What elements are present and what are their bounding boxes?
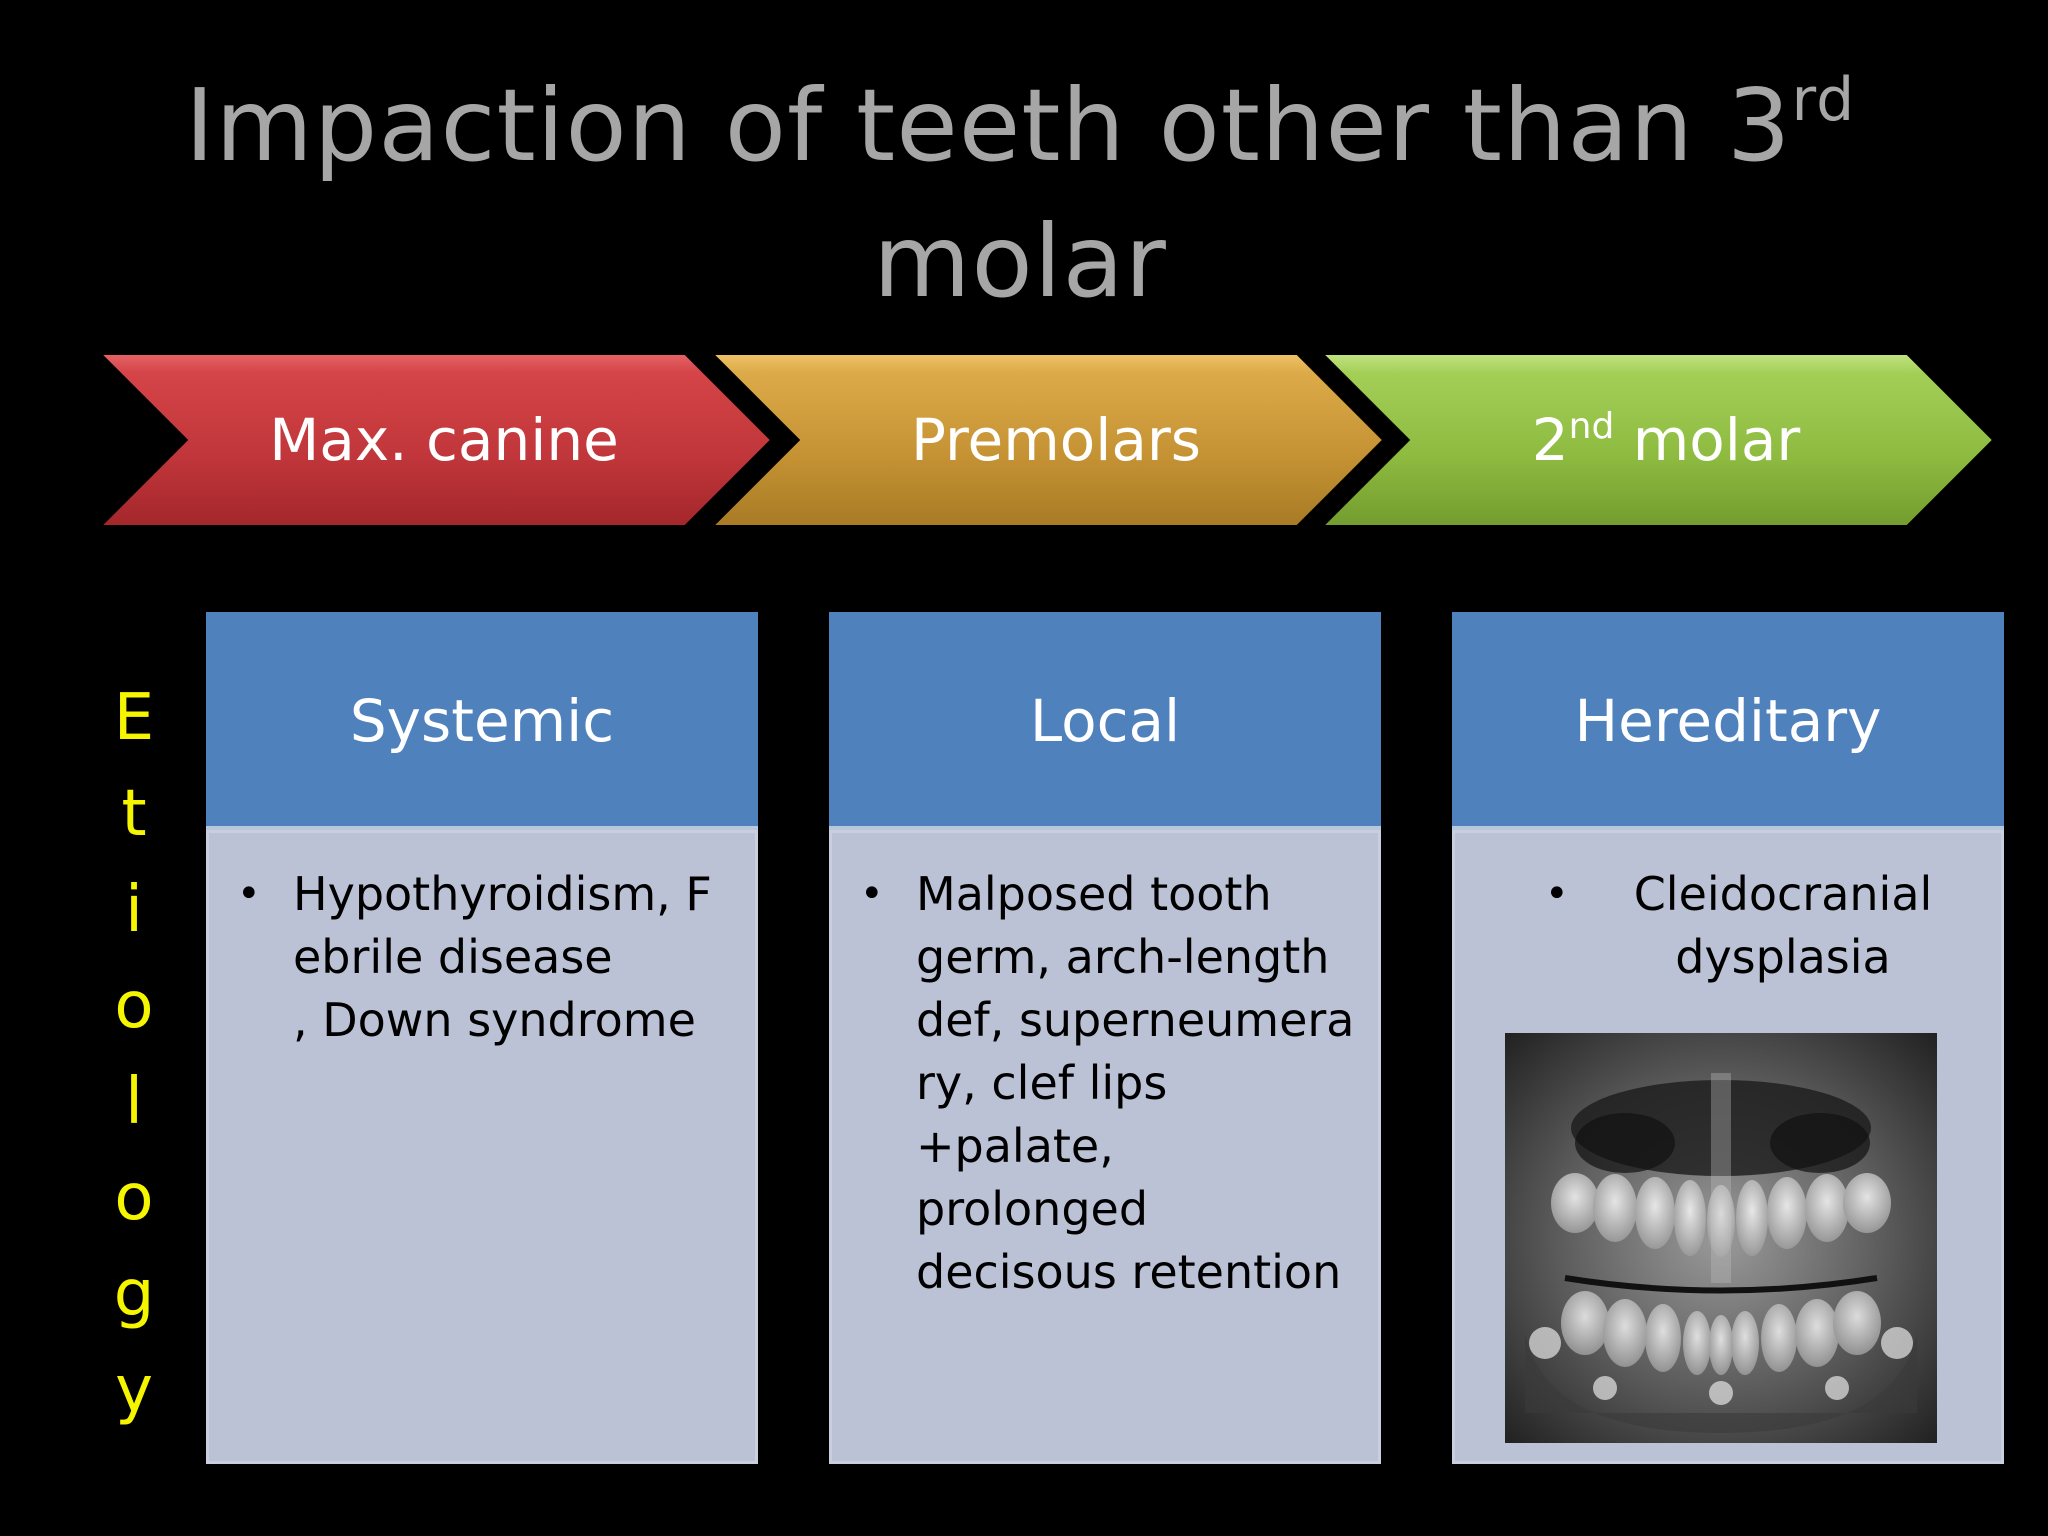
etiology-letter: i bbox=[125, 873, 143, 947]
chevron-label-text: Premolars bbox=[911, 406, 1201, 474]
list-item: • Hypothyroidism, F ebrile disease , Dow… bbox=[237, 863, 735, 1052]
etiology-letter: o bbox=[114, 969, 154, 1043]
etiology-letter: g bbox=[113, 1257, 155, 1331]
systemic-bullet-text: Hypothyroidism, F ebrile disease , Down … bbox=[293, 867, 712, 1047]
chevron-label-text: 2 bbox=[1531, 406, 1569, 474]
chevron-process bbox=[88, 349, 2001, 531]
local-bullet-text: Malposed tooth germ, arch-length def, su… bbox=[916, 867, 1355, 1299]
chevron-2nd-molar bbox=[1310, 349, 2001, 531]
hereditary-box: Hereditary • Cleidocranial dysplasia bbox=[1452, 612, 2004, 1464]
title-line2: molar bbox=[873, 203, 1167, 320]
chevron-max-canine bbox=[88, 349, 779, 531]
title-line1: Impaction of teeth other than 3 bbox=[184, 67, 1792, 184]
chevron-label-text: Max. canine bbox=[269, 406, 619, 474]
slide-title: Impaction of teeth other than 3rd molar bbox=[180, 58, 1860, 330]
etiology-letter: y bbox=[115, 1353, 153, 1427]
title-superscript: rd bbox=[1791, 65, 1856, 135]
local-body: • Malposed tooth germ, arch-length def, … bbox=[829, 830, 1381, 1464]
list-item: • Malposed tooth germ, arch-length def, … bbox=[860, 863, 1358, 1304]
local-box: Local • Malposed tooth germ, arch-length… bbox=[829, 612, 1381, 1464]
hereditary-bullet-text: Cleidocranial dysplasia bbox=[1633, 867, 1933, 984]
bullet-icon: • bbox=[860, 871, 884, 917]
systemic-header: Systemic bbox=[206, 612, 758, 830]
chevron-label-max-canine: Max. canine bbox=[184, 400, 704, 480]
systemic-heading: Systemic bbox=[349, 687, 615, 755]
local-header: Local bbox=[829, 612, 1381, 830]
systemic-box: Systemic • Hypothyroidism, F ebrile dise… bbox=[206, 612, 758, 1464]
chevron-label-2nd-molar: 2nd molar bbox=[1406, 400, 1926, 480]
etiology-side-label: E t i o l o g y bbox=[108, 670, 160, 1438]
systemic-body: • Hypothyroidism, F ebrile disease , Dow… bbox=[206, 830, 758, 1464]
etiology-letter: o bbox=[114, 1161, 154, 1235]
etiology-letter: t bbox=[121, 777, 147, 851]
hereditary-heading: Hereditary bbox=[1574, 687, 1882, 755]
chevron-label-suffix: molar bbox=[1614, 406, 1801, 474]
chevron-label-premolars: Premolars bbox=[796, 400, 1316, 480]
chevron-label-superscript: nd bbox=[1568, 406, 1615, 447]
chevron-premolars bbox=[700, 349, 1391, 531]
etiology-letter: E bbox=[113, 681, 155, 755]
hereditary-body: • Cleidocranial dysplasia bbox=[1452, 830, 2004, 1464]
local-heading: Local bbox=[1029, 687, 1181, 755]
panoramic-xray-image bbox=[1505, 1033, 1937, 1443]
etiology-letter: l bbox=[125, 1065, 143, 1139]
hereditary-header: Hereditary bbox=[1452, 612, 2004, 830]
bullet-icon: • bbox=[1545, 871, 1569, 917]
list-item: • Cleidocranial dysplasia bbox=[1545, 863, 1981, 989]
bullet-icon: • bbox=[237, 871, 261, 917]
